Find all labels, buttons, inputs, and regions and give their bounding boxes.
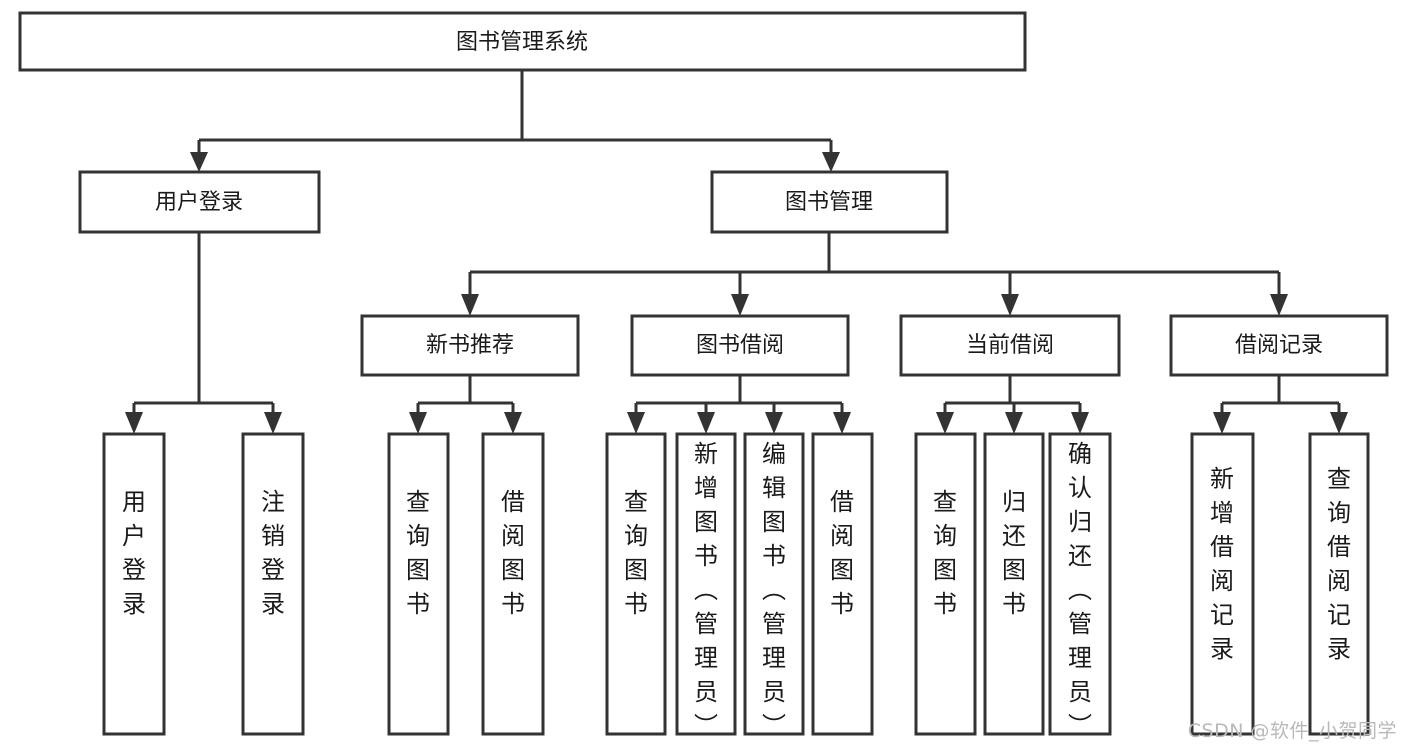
- node-leaf-query-book-1[interactable]: 查询图书: [387, 432, 450, 736]
- node-user-login[interactable]: 用户登录: [78, 170, 321, 234]
- arrowhead-leaf-borrow-book-2: [833, 412, 851, 434]
- leaf-edit-book-box[interactable]: [743, 432, 805, 736]
- arrowhead-book-borrow: [731, 294, 749, 316]
- node-current-borrow[interactable]: 当前借阅: [899, 314, 1121, 377]
- leaf-query-book-2-box[interactable]: [605, 432, 667, 736]
- current-borrow-label: 当前借阅: [966, 333, 1054, 358]
- leaf-add-record-box[interactable]: [1190, 432, 1255, 736]
- leaf-user-login-box[interactable]: [102, 432, 166, 736]
- current-borrow-box[interactable]: [899, 314, 1121, 377]
- arrowhead-leaf-query-book-3: [936, 412, 954, 434]
- new-book-recommend-label: 新书推荐: [426, 333, 514, 358]
- leaf-query-book-3-label: 查询图书: [933, 488, 957, 618]
- csdn-watermark: CSDN @软件_小贺同学: [1187, 720, 1397, 742]
- node-leaf-borrow-book-1[interactable]: 借阅图书: [481, 432, 545, 736]
- root-label: 图书管理系统: [456, 30, 588, 55]
- arrowhead-current-borrow: [1001, 294, 1019, 316]
- leaf-return-book-box[interactable]: [983, 432, 1045, 736]
- node-leaf-return-book[interactable]: 归还图书: [983, 432, 1045, 736]
- node-root[interactable]: 图书管理系统: [18, 11, 1027, 72]
- node-leaf-query-record[interactable]: 查询借阅记录: [1308, 432, 1370, 736]
- node-book-borrow[interactable]: 图书借阅: [630, 314, 850, 377]
- node-leaf-confirm-return[interactable]: 确认归还︵管理员︶: [1048, 432, 1112, 740]
- borrow-record-label: 借阅记录: [1235, 333, 1323, 358]
- arrowhead-leaf-return-book: [1005, 412, 1023, 434]
- leaf-borrow-book-2-box[interactable]: [811, 432, 874, 736]
- leaf-borrow-book-2-label: 借阅图书: [830, 488, 854, 618]
- user-login-box[interactable]: [78, 170, 321, 234]
- connectors: [125, 70, 1348, 434]
- book-borrow-label: 图书借阅: [696, 333, 784, 358]
- leaf-query-book-3-box[interactable]: [914, 432, 977, 736]
- book-borrow-box[interactable]: [630, 314, 850, 377]
- node-leaf-add-record[interactable]: 新增借阅记录: [1190, 432, 1255, 736]
- arrowhead-leaf-query-book-1: [409, 412, 427, 434]
- new-book-recommend-box[interactable]: [360, 314, 580, 377]
- node-new-book-recommend[interactable]: 新书推荐: [360, 314, 580, 377]
- arrowhead-leaf-add-record: [1213, 412, 1231, 434]
- node-leaf-add-book[interactable]: 新增图书︵管理员︶: [675, 432, 737, 740]
- leaf-borrow-book-1-label: 借阅图书: [501, 488, 525, 618]
- arrowhead-user-login: [190, 152, 208, 172]
- leaf-add-book-label: 新增图书︵管理员︶: [694, 440, 718, 740]
- arrowhead-leaf-query-book-2: [627, 412, 645, 434]
- leaf-query-record-box[interactable]: [1308, 432, 1370, 736]
- leaf-confirm-return-label: 确认归还︵管理员︶: [1068, 440, 1092, 740]
- user-login-label: 用户登录: [155, 190, 243, 215]
- arrowhead-borrow-record: [1270, 294, 1288, 316]
- node-borrow-record[interactable]: 借阅记录: [1169, 314, 1389, 377]
- arrowhead-leaf-edit-book: [765, 412, 783, 434]
- borrow-record-box[interactable]: [1169, 314, 1389, 377]
- leaf-query-book-1-box[interactable]: [387, 432, 450, 736]
- node-leaf-edit-book[interactable]: 编辑图书︵管理员︶: [743, 432, 805, 740]
- arrowhead-leaf-add-book: [697, 412, 715, 434]
- node-leaf-borrow-book-2[interactable]: 借阅图书: [811, 432, 874, 736]
- leaf-query-book-2-label: 查询图书: [624, 488, 648, 618]
- leaf-confirm-return-box[interactable]: [1048, 432, 1112, 736]
- arrowhead-leaf-user-login: [125, 412, 143, 434]
- leaf-edit-book-label: 编辑图书︵管理员︶: [762, 440, 786, 740]
- arrowhead-leaf-borrow-book-1: [504, 412, 522, 434]
- arrowhead-new-book-recommend: [461, 294, 479, 316]
- arrowhead-leaf-confirm-return: [1071, 412, 1089, 434]
- book-manage-label: 图书管理: [785, 190, 873, 215]
- leaf-add-book-box[interactable]: [675, 432, 737, 736]
- node-leaf-query-book-3[interactable]: 查询图书: [914, 432, 977, 736]
- leaf-logout-login-label: 注销登录: [261, 488, 285, 618]
- node-leaf-logout-login[interactable]: 注销登录: [241, 432, 305, 736]
- arrowhead-book-manage: [822, 152, 840, 172]
- node-book-manage[interactable]: 图书管理: [710, 170, 949, 234]
- arrowhead-leaf-query-record: [1330, 412, 1348, 434]
- leaf-query-book-1-label: 查询图书: [406, 488, 430, 618]
- node-leaf-user-login[interactable]: 用户登录: [102, 432, 166, 736]
- leaf-user-login-label: 用户登录: [122, 488, 146, 618]
- leaf-query-record-label: 查询借阅记录: [1327, 465, 1351, 663]
- leaf-add-record-label: 新增借阅记录: [1210, 465, 1234, 663]
- leaf-return-book-label: 归还图书: [1002, 488, 1026, 618]
- root-box[interactable]: [18, 11, 1027, 72]
- leaf-nodes: 用户登录 注销登录 查询图书 借阅图书 查询图书 新增图书︵管理员︶ 编辑图书︵…: [102, 432, 1370, 740]
- leaf-borrow-book-1-box[interactable]: [481, 432, 545, 736]
- node-leaf-query-book-2[interactable]: 查询图书: [605, 432, 667, 736]
- leaf-logout-login-box[interactable]: [241, 432, 305, 736]
- book-manage-box[interactable]: [710, 170, 949, 234]
- arrowhead-leaf-logout-login: [264, 412, 282, 434]
